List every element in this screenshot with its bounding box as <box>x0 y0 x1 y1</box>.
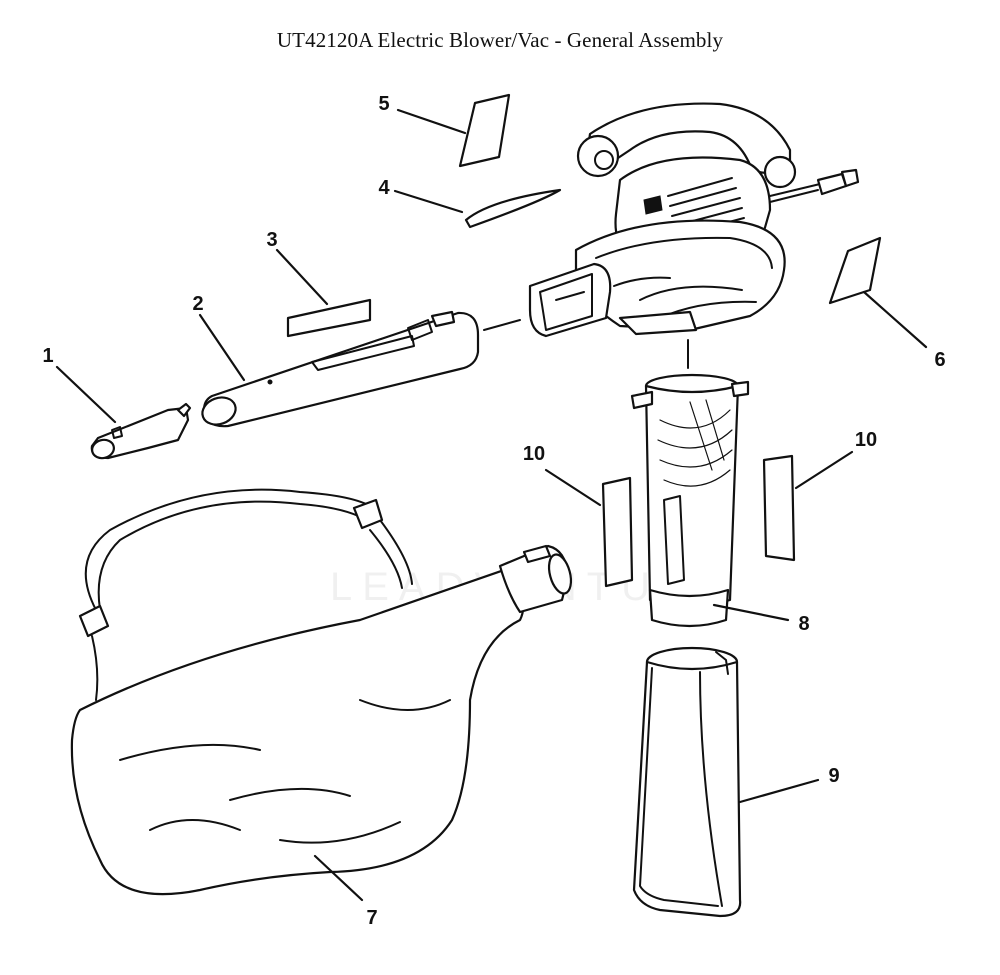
callout-4: 4 <box>378 177 390 199</box>
callout-10-right: 10 <box>855 429 877 451</box>
part-4-decal-strip <box>393 188 562 229</box>
callout-6: 6 <box>934 349 945 371</box>
part-6-decal <box>828 236 928 349</box>
part-5-decal <box>396 93 511 168</box>
part-2-blower-tube <box>198 310 521 428</box>
part-10-decal-right <box>762 450 854 562</box>
callout-2: 2 <box>192 293 203 315</box>
part-1-nozzle <box>55 365 192 460</box>
motor-housing <box>528 102 860 369</box>
callout-5: 5 <box>378 93 389 115</box>
diagram-title: UT42120A Electric Blower/Vac - General A… <box>276 28 724 52</box>
part-8-vacuum-tube <box>630 373 790 628</box>
callout-7: 7 <box>366 907 377 929</box>
part-10-decal-left <box>544 468 634 588</box>
callout-8: 8 <box>798 613 809 635</box>
callout-3: 3 <box>266 229 277 251</box>
part-7-collection-bag <box>70 488 573 902</box>
part-3-label <box>275 248 372 338</box>
callout-10-left: 10 <box>523 443 545 465</box>
callout-9: 9 <box>828 765 839 787</box>
part-9-filter-sleeve <box>632 646 820 918</box>
callout-1: 1 <box>42 345 53 367</box>
